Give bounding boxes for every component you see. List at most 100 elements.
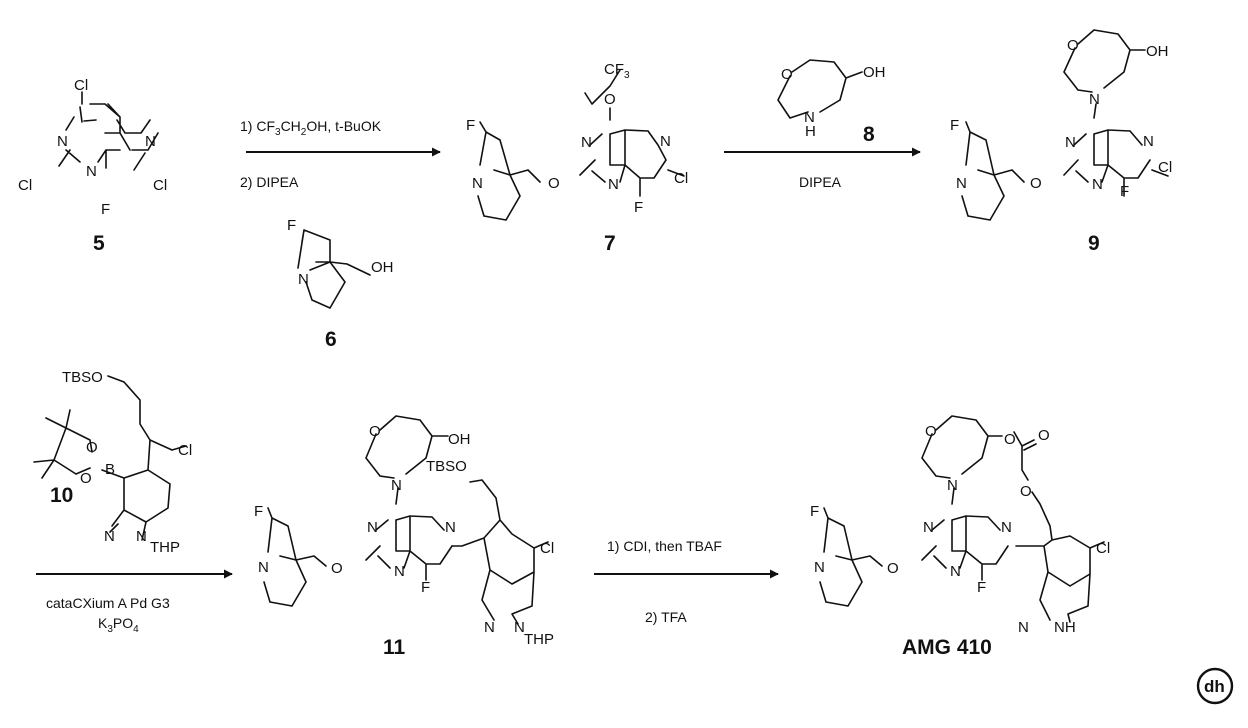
compound-number: 11 [383, 636, 406, 659]
atom-cf3: CF3 [604, 61, 630, 81]
atom-n: N [104, 528, 115, 545]
compound-11: O OH TBSO N N N N F O F N Cl N N THP 11 [254, 415, 554, 659]
atom-n: N [1018, 619, 1029, 636]
atom-o: O [925, 423, 937, 440]
atom-n: N [923, 519, 934, 536]
atom-o: O [887, 560, 899, 577]
atom-cl: Cl [1158, 159, 1172, 176]
atom-o: O [1030, 175, 1042, 192]
atom-n: N [804, 109, 815, 126]
atom-f: F [101, 201, 110, 218]
atom-o: O [1020, 483, 1032, 500]
atom-n: N [1065, 134, 1076, 151]
atom-oh: OH [448, 431, 471, 448]
atom-n: N [950, 563, 961, 580]
reaction-step-3: cataCXium A Pd G3 K3PO4 [36, 569, 233, 635]
atom-n: N [445, 519, 456, 536]
compound-number: AMG 410 [902, 636, 992, 659]
atom-cl: Cl [674, 170, 688, 187]
atom-f: F [634, 199, 643, 216]
logo-ring [1196, 667, 1234, 705]
atom-n: N [1001, 519, 1012, 536]
atom-cl: Cl [1096, 540, 1110, 557]
atom-o: O [1067, 37, 1079, 54]
compound-number: 8 [863, 123, 875, 146]
atom-o: O [604, 91, 616, 108]
atom-n: N [947, 477, 958, 494]
atom-f: F [421, 579, 430, 596]
compound-10: TBSO O O B Cl N N THP 10 [33, 369, 192, 556]
atom-cl: Cl [178, 442, 192, 459]
atom-f: F [1120, 183, 1129, 200]
compound-5: Cl N Cl N F N Cl 5 [18, 77, 167, 255]
atom-n: N [472, 175, 483, 192]
atom-n: N [660, 133, 671, 150]
compound-8: O OH N H 8 [777, 59, 886, 146]
reaction-condition: 1) CDI, then TBAF [607, 538, 722, 554]
reaction-condition: K3PO4 [98, 615, 139, 635]
atom-n: N [258, 559, 269, 576]
atom-oh: OH [1146, 43, 1169, 60]
compound-number: 5 [93, 232, 105, 255]
reaction-step-4: 1) CDI, then TBAF 2) TFA [594, 538, 779, 625]
compound-6: F N OH 6 [287, 217, 394, 351]
atom-n: N [608, 176, 619, 193]
atom-o: O [80, 470, 92, 487]
atom-n: N [581, 134, 592, 151]
atom-o: O [369, 423, 381, 440]
atom-nh: NH [1054, 619, 1076, 636]
atom-b: B [105, 461, 115, 478]
reaction-condition: cataCXium A Pd G3 [46, 595, 170, 611]
atom-cl: Cl [74, 77, 88, 94]
reaction-step-1: 1) CF3CH2OH, t-BuOK 2) DIPEA [240, 118, 441, 190]
atom-cl: Cl [540, 540, 554, 557]
atom-f: F [950, 117, 959, 134]
compound-number: 10 [50, 484, 73, 507]
compound-9: O OH N N N N Cl F O F N 9 [950, 29, 1172, 255]
atom-o: O [1004, 431, 1016, 448]
atom-thp: THP [150, 539, 180, 556]
atom-tbso: TBSO [426, 458, 467, 475]
atom-n: N [1089, 91, 1100, 108]
atom-n: N [956, 175, 967, 192]
atom-f: F [466, 117, 475, 134]
atom-n: N [1092, 176, 1103, 193]
atom-f: F [254, 503, 263, 520]
compound-7: CF3 O N N N Cl F O F N 7 [466, 61, 688, 255]
atom-tbso: TBSO [62, 369, 103, 386]
compound-number: 6 [325, 328, 337, 351]
reaction-step-2: DIPEA [724, 147, 921, 190]
compound-number: 9 [1088, 232, 1100, 255]
reaction-condition: DIPEA [799, 174, 842, 190]
atom-n: N [136, 528, 147, 545]
reaction-condition: 2) DIPEA [240, 174, 299, 190]
atom-n: N [391, 477, 402, 494]
atom-o: O [1038, 427, 1050, 444]
dh-logo: dh [1196, 667, 1234, 705]
atom-n: N [394, 563, 405, 580]
atom-n: N [86, 163, 97, 180]
atom-cl: Cl [153, 177, 167, 194]
atom-cl: Cl [18, 177, 32, 194]
compound-number: 7 [604, 232, 616, 255]
logo-text: dh [1204, 677, 1225, 696]
atom-n: N [57, 133, 68, 150]
atom-n: N [298, 271, 309, 288]
atom-f: F [287, 217, 296, 234]
reaction-condition: 1) CF3CH2OH, t-BuOK [240, 118, 382, 138]
atom-n: N [514, 619, 525, 636]
atom-n: N [145, 133, 156, 150]
atom-h: H [805, 123, 816, 140]
atom-f: F [810, 503, 819, 520]
atom-oh: OH [863, 64, 886, 81]
atom-n: N [484, 619, 495, 636]
compound-amg-410: O O O O N N N N F O F N Cl N NH AMG 410 [810, 415, 1110, 659]
atom-thp: THP [524, 631, 554, 648]
atom-n: N [1143, 133, 1154, 150]
atom-o: O [86, 439, 98, 456]
atom-o: O [331, 560, 343, 577]
atom-n: N [367, 519, 378, 536]
atom-f: F [977, 579, 986, 596]
atom-o: O [781, 66, 793, 83]
